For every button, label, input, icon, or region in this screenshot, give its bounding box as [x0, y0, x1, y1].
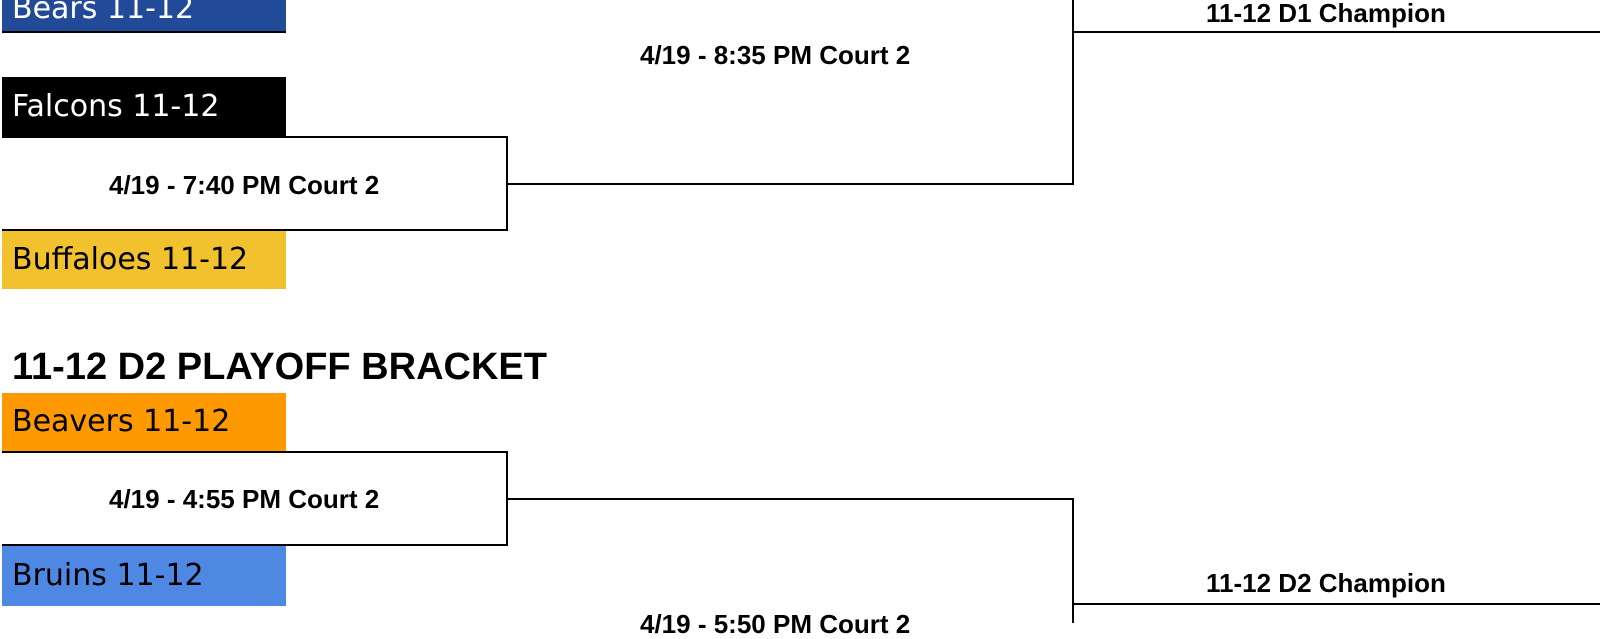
- team-buffaloes: Buffaloes 11-12: [2, 231, 286, 289]
- team-name: Bruins 11-12: [12, 558, 204, 593]
- team-beavers: Beavers 11-12: [2, 393, 286, 451]
- champion-line: [1072, 603, 1600, 605]
- team-bears: Bears 11-12: [2, 0, 286, 32]
- bracket-line: [506, 498, 1074, 500]
- bracket-heading: 11-12 D2 PLAYOFF BRACKET: [12, 346, 547, 388]
- team-falcons: Falcons 11-12: [2, 77, 286, 137]
- bracket-line: [2, 229, 508, 231]
- bracket-line: [2, 544, 508, 546]
- team-bruins: Bruins 11-12: [2, 546, 286, 606]
- bracket-line: [506, 183, 1074, 185]
- bracket-line: [1072, 0, 1074, 185]
- team-name: Buffaloes 11-12: [12, 242, 249, 277]
- bracket-line: [2, 451, 508, 453]
- game-time-label: 4/19 - 4:55 PM Court 2: [109, 484, 380, 514]
- champion-label: 11-12 D2 Champion: [1206, 568, 1446, 598]
- champion-line: [1072, 31, 1600, 33]
- bracket-line: [1072, 498, 1074, 623]
- team-name: Falcons 11-12: [12, 89, 220, 124]
- game-time-label: 4/19 - 5:50 PM Court 2: [640, 609, 911, 639]
- game-time-label: 4/19 - 8:35 PM Court 2: [640, 40, 911, 70]
- champion-label: 11-12 D1 Champion: [1206, 0, 1446, 28]
- bracket-line: [2, 31, 286, 33]
- bracket-line: [2, 136, 508, 138]
- team-name: Beavers 11-12: [12, 404, 231, 439]
- team-name: Bears 11-12: [12, 0, 195, 26]
- game-time-label: 4/19 - 7:40 PM Court 2: [109, 170, 380, 200]
